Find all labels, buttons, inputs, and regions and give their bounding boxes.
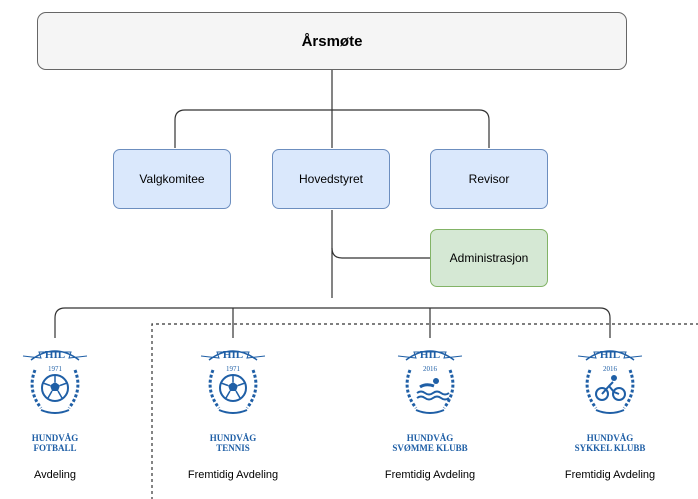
club-caption: Fremtidig Avdeling — [564, 469, 656, 481]
badge-text: HIL — [45, 349, 65, 361]
soccer-ball-icon — [219, 374, 247, 402]
node-revisor[interactable]: Revisor — [430, 149, 548, 209]
badge-text: HIL — [600, 349, 620, 361]
club-caption: Fremtidig Avdeling — [187, 469, 279, 481]
badge-year: 1971 — [48, 365, 63, 373]
swimmer-icon — [416, 378, 450, 401]
club-caption: Avdeling — [34, 469, 76, 481]
cyclist-icon — [595, 375, 626, 401]
future-departments-boundary — [151, 323, 698, 499]
node-administrasjon[interactable]: Administrasjon — [430, 229, 548, 287]
badge-year: 1971 — [226, 365, 241, 373]
node-hovedstyret[interactable]: Hovedstyret — [272, 149, 390, 209]
badge-year: 2016 — [603, 365, 618, 373]
club-logo: HIL 1971 — [22, 349, 88, 414]
node-valgkomitee[interactable]: Valgkomitee — [113, 149, 231, 209]
club-caption: Fremtidig Avdeling — [384, 469, 476, 481]
badge-text: HIL — [223, 349, 243, 361]
badge-year: 2016 — [423, 365, 438, 373]
club-logo: HIL 2016 — [577, 349, 643, 414]
soccer-ball-icon — [41, 374, 69, 402]
club-logo: HIL 2016 — [397, 349, 463, 414]
node-arsmote[interactable]: Årsmøte — [37, 12, 627, 70]
badge-text: HIL — [420, 349, 440, 361]
club-logo: HIL 1971 — [200, 349, 266, 414]
